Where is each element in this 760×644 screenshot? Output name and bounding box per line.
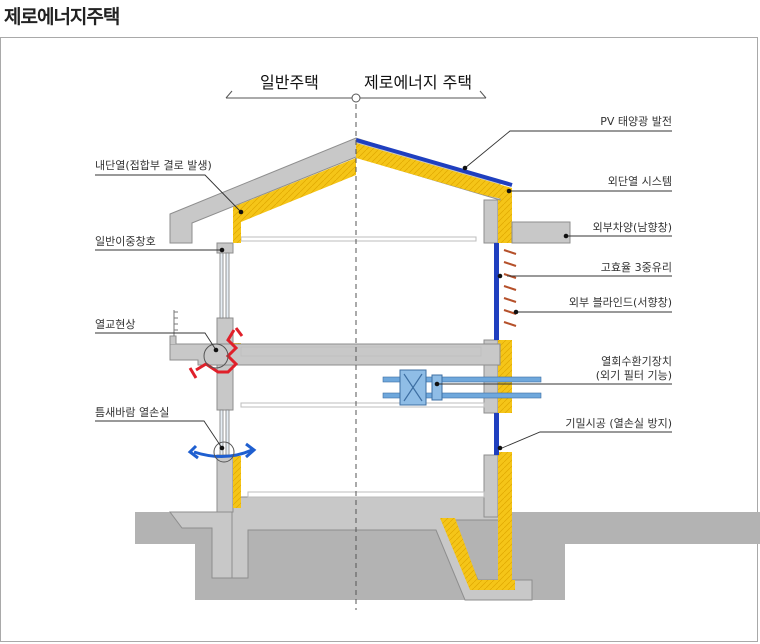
page-title: 제로에너지주택 [4, 6, 120, 28]
ceiling-lines [240, 236, 485, 498]
middle-slab [169, 335, 501, 366]
label-external-blind: 외부 블라인드(서향창) [569, 296, 672, 309]
label-hrv-line2: (외기 필터 기능) [596, 369, 672, 382]
roof [169, 137, 513, 244]
heading-general-house: 일반주택 [260, 73, 319, 92]
leader-dots [213, 165, 569, 451]
hrv-unit [382, 369, 542, 406]
heading-zero-energy-house: 제로에너지 주택 [364, 73, 472, 92]
external-shading [511, 221, 571, 244]
draft-loss-arrows [187, 441, 257, 463]
label-external-shading: 외부차양(남향창) [593, 221, 672, 234]
label-hrv-line1: 열회수환기장치 [601, 355, 672, 368]
thermal-bridge-arrows [188, 327, 244, 379]
label-double-window: 일반이중창호 [95, 234, 156, 248]
external-blind [503, 249, 517, 327]
label-airtight: 기밀시공 (열손실 방지) [565, 417, 672, 430]
windows [219, 243, 499, 456]
leader-lines [95, 130, 672, 449]
label-internal-insulation: 내단열(접합부 결로 발생) [95, 159, 212, 172]
label-pv: PV 태양광 발전 [600, 115, 672, 128]
label-external-insulation: 외단열 시스템 [608, 175, 672, 188]
label-thermal-bridge: 열교현상 [95, 318, 135, 331]
heading-rule [225, 90, 487, 103]
scale-marks [173, 310, 178, 336]
label-triple-glass: 고효율 3중유리 [601, 261, 672, 274]
label-draft-loss: 틈새바람 열손실 [95, 406, 169, 419]
